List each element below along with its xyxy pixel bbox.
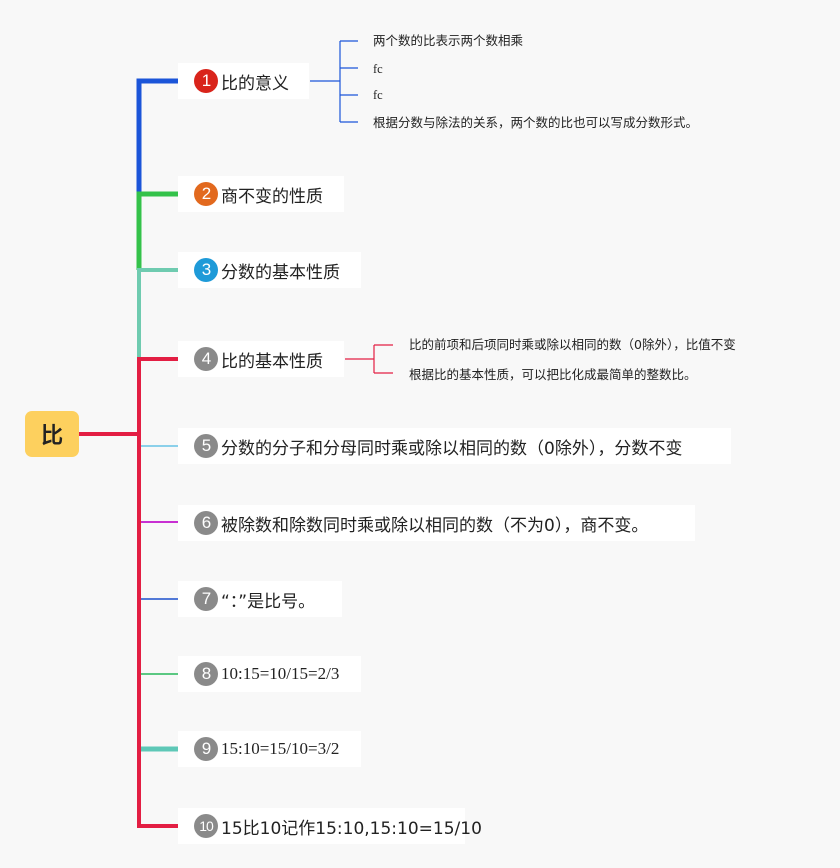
- branch-node-5[interactable]: 5 分数的分子和分母同时乘或除以相同的数（0除外），分数不变: [178, 428, 731, 464]
- branch-label-1: 比的意义: [221, 73, 289, 94]
- trunk-line-3: [137, 268, 178, 358]
- branch-label-4: 比的基本性质: [221, 351, 323, 372]
- sub-item-1-3: fc: [373, 88, 383, 102]
- branch-label-7: “：”是比号。: [221, 591, 316, 612]
- trunk-line-1: [136, 78, 178, 193]
- trunk-line-2: [136, 191, 178, 270]
- branch-node-4[interactable]: 4 比的基本性质: [178, 341, 344, 377]
- branch-node-2[interactable]: 2 商不变的性质: [178, 176, 344, 212]
- sub-item-4-1: 比的前项和后项同时乘或除以相同的数（0除外），比值不变: [409, 337, 736, 352]
- badge-4: 4: [194, 347, 218, 371]
- sub-item-1-1: 两个数的比表示两个数相乘: [373, 33, 524, 48]
- sub-item-4-2: 根据比的基本性质，可以把比化成最简单的整数比。: [409, 367, 697, 382]
- badge-8: 8: [194, 662, 218, 686]
- sub-bracket-4: [345, 344, 393, 374]
- trunk-line-4: [137, 357, 178, 828]
- branch-node-8[interactable]: 8 10:15=10/15=2/3: [178, 656, 361, 692]
- branch-label-6: 被除数和除数同时乘或除以相同的数（不为0），商不变。: [221, 515, 649, 536]
- badge-9: 9: [194, 737, 218, 761]
- branch-node-3[interactable]: 3 分数的基本性质: [178, 252, 361, 288]
- branch-label-8: 10:15=10/15=2/3: [221, 664, 340, 683]
- root-node[interactable]: 比: [25, 411, 79, 457]
- sub-item-1-4: 根据分数与除法的关系，两个数的比也可以写成分数形式。: [373, 115, 699, 130]
- badge-7: 7: [194, 587, 218, 611]
- sub-bracket-1: [310, 40, 358, 123]
- branch-node-6[interactable]: 6 被除数和除数同时乘或除以相同的数（不为0），商不变。: [178, 505, 695, 541]
- badge-3: 3: [194, 258, 218, 282]
- branch-node-9[interactable]: 9 15:10=15/10=3/2: [178, 731, 361, 767]
- branch-node-10[interactable]: 10 15比10记作15:10,15:10=15/10: [178, 808, 482, 844]
- root-label: 比: [40, 424, 63, 449]
- badge-2: 2: [194, 182, 218, 206]
- branch-label-2: 商不变的性质: [221, 186, 323, 207]
- badge-5: 5: [194, 434, 218, 458]
- branch-node-7[interactable]: 7 “：”是比号。: [178, 581, 342, 617]
- branch-label-10: 15比10记作15:10,15:10=15/10: [221, 818, 482, 839]
- branch-node-1[interactable]: 1 比的意义: [178, 63, 309, 99]
- branch-label-9: 15:10=15/10=3/2: [221, 739, 340, 758]
- badge-1: 1: [194, 69, 218, 93]
- sub-item-1-2: fc: [373, 62, 383, 76]
- branch-label-5: 分数的分子和分母同时乘或除以相同的数（0除外），分数不变: [221, 438, 683, 459]
- badge-10: 10: [194, 814, 218, 838]
- badge-6: 6: [194, 511, 218, 535]
- branch-label-3: 分数的基本性质: [221, 262, 340, 283]
